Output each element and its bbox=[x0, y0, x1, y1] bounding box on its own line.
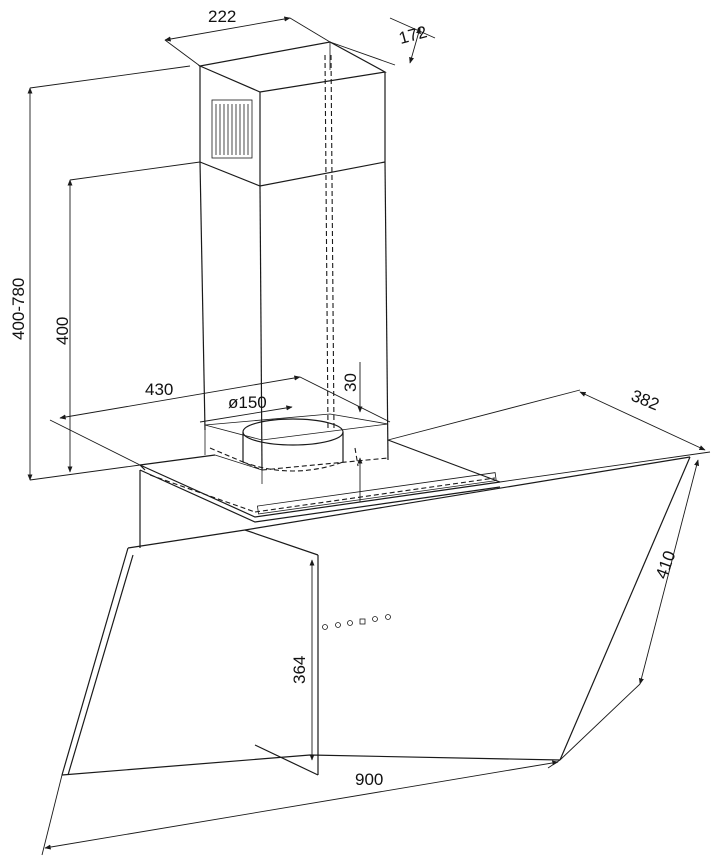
dim-upper-height: 400 bbox=[53, 161, 201, 473]
dim-glass-height-label: 410 bbox=[652, 548, 680, 581]
hood-top-plate bbox=[139, 439, 501, 548]
dim-body-depth-label: 382 bbox=[629, 386, 662, 414]
dim-chimney-width: 222 bbox=[164, 7, 331, 67]
vent-grille-icon bbox=[211, 99, 253, 159]
dim-body-width: 430 bbox=[49, 375, 391, 466]
dim-panel-height: 364 bbox=[290, 555, 319, 775]
dim-chimney-depth-label: 172 bbox=[397, 22, 429, 48]
control-button-icon bbox=[322, 624, 328, 630]
dim-total-height: 400-780 bbox=[9, 65, 191, 481]
duct-collar bbox=[204, 413, 389, 484]
dim-panel-height-label: 364 bbox=[290, 656, 309, 684]
control-button-icon bbox=[372, 616, 378, 622]
dim-glass-height: 410 bbox=[559, 459, 700, 761]
chimney bbox=[197, 41, 389, 471]
control-button-icon bbox=[347, 620, 353, 626]
dim-chimney-depth: 172 bbox=[329, 17, 436, 66]
dim-duct-diameter: ø150 bbox=[199, 393, 293, 423]
dim-body-width-label: 430 bbox=[145, 380, 173, 399]
dim-offset-label: 30 bbox=[341, 373, 360, 392]
dim-upper-height-label: 400 bbox=[53, 317, 72, 345]
dim-duct-diameter-label: ø150 bbox=[228, 393, 267, 412]
control-button-icon bbox=[359, 618, 366, 625]
control-buttons bbox=[322, 614, 391, 630]
dim-chimney-width-label: 222 bbox=[208, 7, 236, 26]
control-button-icon bbox=[335, 622, 341, 628]
dim-offset: 30 bbox=[341, 362, 363, 502]
dim-body-depth: 382 bbox=[387, 386, 711, 483]
control-button-icon bbox=[385, 614, 391, 620]
dim-total-width-label: 900 bbox=[355, 770, 383, 789]
dim-total-width: 900 bbox=[41, 759, 561, 856]
dim-total-height-label: 400-780 bbox=[9, 278, 28, 340]
inner-duct-hidden-line bbox=[324, 54, 329, 431]
